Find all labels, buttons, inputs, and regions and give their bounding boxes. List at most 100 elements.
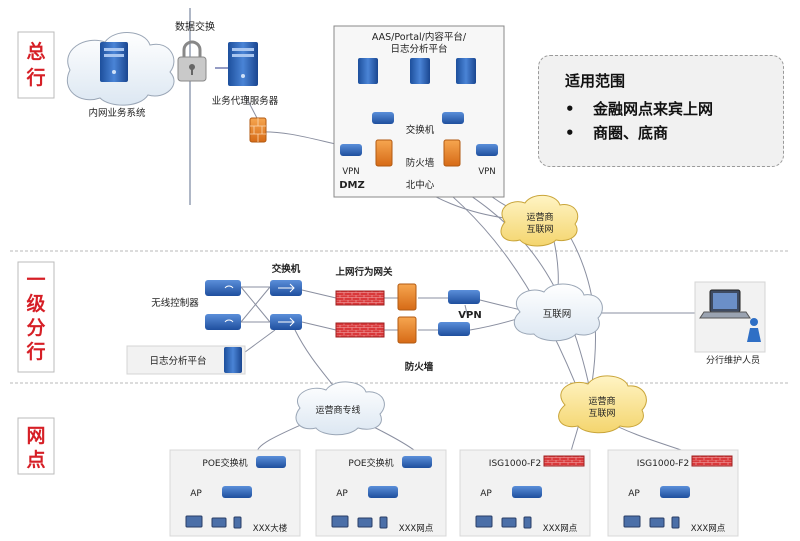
- tier-outlet-2: 点: [26, 449, 45, 471]
- scope-bullet-2: •: [565, 124, 575, 142]
- ap-icon: [512, 486, 542, 498]
- laptop-icon: [623, 515, 641, 528]
- outlet-box-2: POE交换机 AP XXX网点: [315, 449, 447, 537]
- isp-internet-top-2: 互联网: [526, 224, 553, 235]
- isp-internet-bottom-1: 运营商: [588, 395, 615, 407]
- scope-item-2-text: 商圈、底商: [593, 124, 669, 142]
- tier-branch-1: 一: [26, 269, 45, 291]
- agent-server-label: 业务代理服务器: [212, 95, 279, 107]
- person-icon: [747, 318, 761, 342]
- log-server-icon: [224, 347, 242, 373]
- north-center-label: 北中心: [406, 179, 435, 191]
- scope-item-2: • 商圈、底商: [565, 121, 783, 145]
- dmz-vpn-right-label: VPN: [478, 167, 495, 177]
- wlc-icons: [205, 280, 241, 330]
- data-exchange-label: 数据交换: [175, 20, 215, 33]
- poe-switch-icon: [256, 456, 286, 468]
- dmz-box: [333, 25, 505, 198]
- tablet-icon: [357, 517, 373, 528]
- log-platform-label: 日志分析平台: [149, 355, 206, 367]
- ap-icon: [368, 486, 398, 498]
- dmz-vpn-icons: [340, 144, 498, 156]
- dmz-vpn-left-label: VPN: [342, 167, 359, 177]
- tier-box-head: [17, 31, 55, 99]
- outlet-site-label: XXX大楼: [253, 523, 288, 534]
- branch-switch-label: 交换机: [272, 263, 301, 275]
- outlet-site-label: XXX网点: [399, 524, 434, 534]
- isp-line-label: 运营商专线: [315, 404, 360, 416]
- platform-label-1: AAS/Portal/内容平台/: [372, 31, 467, 43]
- outlet-device-label: POE交换机: [202, 457, 247, 469]
- scope-panel: 适用范围 • 金融网点来宾上网 • 商圈、底商: [538, 55, 784, 167]
- isp-internet-cloud-top: [500, 194, 579, 247]
- dmz-switch-icons: [372, 112, 464, 124]
- scope-item-1-text: 金融网点来宾上网: [593, 100, 714, 118]
- dmz-firewall-icons: [375, 139, 461, 167]
- outlet-ap-label: AP: [628, 489, 640, 499]
- tier-box-outlet: [17, 417, 55, 475]
- platform-server-icons: [358, 58, 476, 84]
- phone-icon: [671, 516, 680, 529]
- tier-branch-3: 分: [26, 317, 45, 339]
- maintainer-label: 分行维护人员: [706, 354, 760, 366]
- tier-box-branch: [17, 261, 55, 373]
- intranet-label: 内网业务系统: [88, 107, 146, 119]
- isg-gateway-icon: [543, 455, 585, 467]
- outlet-site-label: XXX网点: [691, 524, 726, 534]
- outlet-ap-label: AP: [190, 489, 202, 499]
- laptop-icon: [699, 289, 751, 319]
- tier-outlet-1: 网: [26, 425, 45, 447]
- branch-firewall-icons: [397, 283, 417, 344]
- laptop-icon: [475, 515, 493, 528]
- tier-labels: 总 行 一 级 分 行 网 点: [17, 31, 55, 475]
- tier-branch-2: 级: [26, 292, 45, 315]
- outlet-device-label: POE交换机: [348, 457, 393, 469]
- intranet-server-icon: [100, 42, 128, 82]
- tablet-icon: [211, 517, 227, 528]
- outlet-device-label: ISG1000-F2: [637, 459, 689, 469]
- branch-vpn-label: VPN: [458, 310, 481, 321]
- internet-cloud: [513, 283, 603, 342]
- behavior-gateway-label: 上网行为网关: [335, 266, 393, 278]
- branch-vpn-icons: [438, 290, 480, 336]
- outlet-site-label: XXX网点: [543, 524, 578, 534]
- hq-firewall-icon-left: [249, 117, 267, 143]
- tablet-icon: [649, 517, 665, 528]
- outlet-device-label: ISG1000-F2: [489, 459, 541, 469]
- dmz-switch-label: 交换机: [406, 124, 435, 136]
- phone-icon: [523, 516, 532, 529]
- ap-icon: [660, 486, 690, 498]
- wlc-label: 无线控制器: [151, 297, 199, 309]
- platform-label-2: 日志分析平台: [390, 43, 447, 55]
- dmz-label: DMZ: [339, 180, 365, 191]
- laptop-icon: [331, 515, 349, 528]
- outlet-ap-label: AP: [336, 489, 348, 499]
- scope-title: 适用范围: [565, 72, 626, 90]
- tier-branch-4: 行: [25, 340, 45, 363]
- isp-internet-cloud-bottom: [558, 375, 647, 434]
- isp-line-cloud: [295, 381, 385, 436]
- internet-label: 互联网: [543, 309, 572, 320]
- behavior-gateway-icons: [335, 290, 385, 338]
- phone-icon: [233, 516, 242, 529]
- isp-internet-top-1: 运营商: [526, 211, 553, 223]
- outlet-ap-label: AP: [480, 489, 492, 499]
- isp-internet-bottom-2: 互联网: [588, 408, 615, 419]
- branch-firewall-label: 防火墙: [405, 361, 434, 373]
- scope-bullet-1: •: [565, 100, 575, 118]
- ap-icon: [222, 486, 252, 498]
- agent-server-icon: [228, 42, 258, 86]
- lock-icon: [177, 40, 207, 82]
- tier-head-2: 行: [25, 66, 45, 89]
- tablet-icon: [501, 517, 517, 528]
- phone-icon: [379, 516, 388, 529]
- poe-switch-icon: [402, 456, 432, 468]
- branch-switch-icons: [270, 280, 302, 330]
- outlet-box-1: POE交换机 AP XXX大楼: [169, 449, 301, 537]
- scope-item-1: • 金融网点来宾上网: [565, 97, 783, 121]
